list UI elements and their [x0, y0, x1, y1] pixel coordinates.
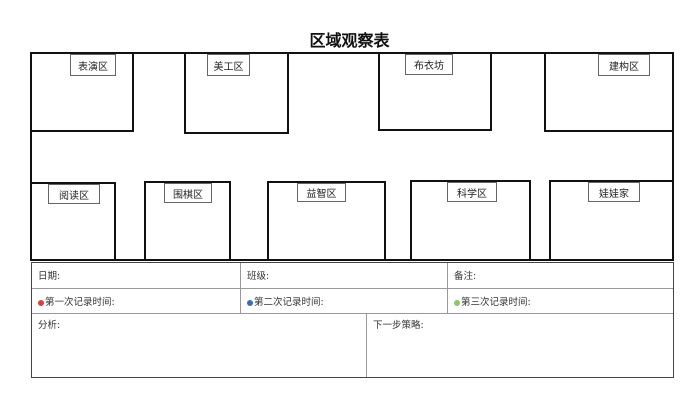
observation-form: 日期: 班级: 备注: 第一次记录时间: 第二次记录时间: 第三次记录时间: 分…	[31, 262, 674, 378]
red-dot-icon	[38, 299, 44, 306]
first-record-field[interactable]: 第一次记录时间:	[32, 289, 241, 314]
third-record-field[interactable]: 第三次记录时间:	[448, 289, 673, 314]
green-dot-icon	[454, 299, 460, 306]
room-label: 益智区	[297, 183, 346, 202]
room-reading	[30, 182, 116, 261]
room-label: 表演区	[70, 54, 116, 76]
first-record-label: 第一次记录时间:	[45, 297, 115, 308]
room-label: 布衣坊	[405, 54, 453, 75]
second-record-label: 第二次记录时间:	[254, 297, 324, 308]
second-record-field[interactable]: 第二次记录时间:	[241, 289, 448, 314]
room-label: 美工区	[207, 54, 250, 76]
room-label: 围棋区	[164, 183, 212, 203]
room-label: 阅读区	[48, 184, 100, 204]
date-field[interactable]: 日期:	[32, 263, 241, 289]
class-field[interactable]: 班级:	[241, 263, 448, 289]
room-label: 娃娃家	[588, 182, 640, 202]
third-record-label: 第三次记录时间:	[461, 297, 531, 308]
analysis-field[interactable]: 分析:	[32, 314, 367, 377]
notes-field[interactable]: 备注:	[448, 263, 673, 289]
room-label: 建构区	[598, 54, 650, 76]
room-label: 科学区	[447, 182, 497, 202]
blue-dot-icon	[247, 299, 253, 306]
strategy-field[interactable]: 下一步策略:	[373, 320, 424, 331]
page-title: 区域观察表	[309, 31, 390, 50]
